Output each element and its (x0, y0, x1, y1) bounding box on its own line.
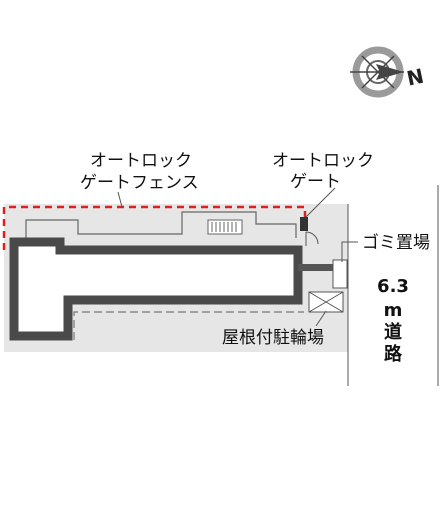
garbage-leader (341, 241, 358, 262)
garbage-area (332, 259, 348, 289)
gate-post (300, 217, 308, 231)
road-label-char1: 道 (384, 321, 402, 343)
road-width-value: 6.3 (377, 276, 409, 297)
gate-label-line2: ゲート (290, 172, 341, 192)
garbage-label: ゴミ置場 (362, 232, 430, 253)
walkway-outline (73, 311, 304, 340)
bike-rack-symbol (207, 219, 243, 235)
compass-north-label: N (404, 64, 425, 91)
gate-leader (305, 187, 336, 218)
bike-leader (315, 310, 327, 327)
road-width-unit: m (384, 300, 403, 321)
gate-swing (305, 231, 319, 245)
gate-label-line1: オートロック (272, 151, 374, 171)
site-inner-outline (25, 211, 297, 242)
compass: N (350, 46, 426, 98)
fence-leader (117, 191, 123, 208)
fence-label-line2: ゲートフェンス (80, 173, 199, 193)
building (9, 237, 303, 341)
bike-parking-label: 屋根付駐輪場 (222, 328, 324, 348)
road-label-char2: 路 (384, 343, 403, 365)
fence-label-line1: オートロック (90, 151, 192, 171)
entrance-corridor (298, 264, 334, 271)
covered-bike-parking (308, 291, 344, 313)
autolock-fence (2, 205, 307, 250)
